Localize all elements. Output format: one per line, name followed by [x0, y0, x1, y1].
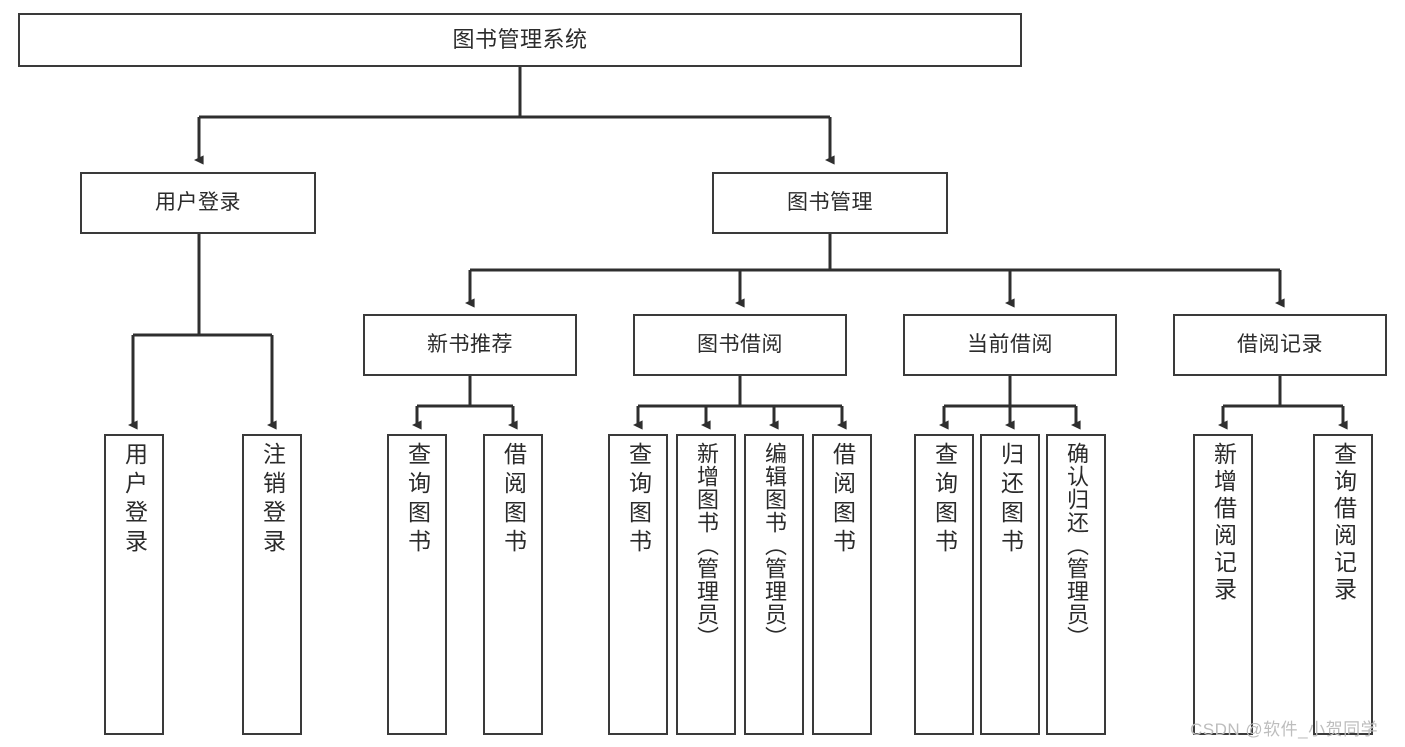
- node-current-borrow-label: 当前借阅: [967, 333, 1053, 357]
- node-borrow-record-label: 借阅记录: [1237, 333, 1323, 357]
- node-leaf-confirm-return-label: 确认归还（管理员）: [1064, 442, 1089, 649]
- node-book-borrow-label: 图书借阅: [697, 333, 783, 357]
- node-leaf-user-login-label: 用户登录: [121, 442, 148, 558]
- node-leaf-query-record[interactable]: 查询借阅记录: [1313, 434, 1373, 735]
- node-user-login-label: 用户登录: [155, 191, 241, 215]
- node-leaf-add-book-label: 新增图书（管理员）: [694, 442, 719, 649]
- node-leaf-borrow-book-2[interactable]: 借阅图书: [812, 434, 872, 735]
- node-leaf-query-book-2[interactable]: 查询图书: [608, 434, 668, 735]
- node-new-book-recommend-label: 新书推荐: [427, 333, 513, 357]
- node-leaf-query-record-label: 查询借阅记录: [1330, 442, 1357, 604]
- node-book-borrow[interactable]: 图书借阅: [633, 314, 847, 376]
- node-leaf-query-book-2-label: 查询图书: [625, 442, 652, 558]
- node-leaf-confirm-return[interactable]: 确认归还（管理员）: [1046, 434, 1106, 735]
- node-root-label: 图书管理系统: [452, 26, 588, 52]
- node-leaf-return-book[interactable]: 归还图书: [980, 434, 1040, 735]
- node-book-manage[interactable]: 图书管理: [712, 172, 948, 234]
- node-leaf-query-book-3-label: 查询图书: [931, 442, 958, 558]
- node-leaf-borrow-book-2-label: 借阅图书: [829, 442, 856, 558]
- node-leaf-add-record-label: 新增借阅记录: [1210, 442, 1237, 604]
- node-leaf-logout[interactable]: 注销登录: [242, 434, 302, 735]
- node-leaf-query-book-3[interactable]: 查询图书: [914, 434, 974, 735]
- node-leaf-user-login[interactable]: 用户登录: [104, 434, 164, 735]
- node-leaf-edit-book-label: 编辑图书（管理员）: [762, 442, 787, 649]
- node-new-book-recommend[interactable]: 新书推荐: [363, 314, 577, 376]
- node-leaf-query-book-1-label: 查询图书: [404, 442, 431, 558]
- csdn-watermark: CSDN @软件_小贺同学: [1190, 720, 1379, 739]
- node-borrow-record[interactable]: 借阅记录: [1173, 314, 1387, 376]
- node-root[interactable]: 图书管理系统: [18, 13, 1022, 67]
- node-leaf-query-book-1[interactable]: 查询图书: [387, 434, 447, 735]
- node-leaf-return-book-label: 归还图书: [997, 442, 1024, 558]
- node-book-manage-label: 图书管理: [787, 191, 873, 215]
- node-leaf-add-book[interactable]: 新增图书（管理员）: [676, 434, 736, 735]
- node-current-borrow[interactable]: 当前借阅: [903, 314, 1117, 376]
- node-leaf-borrow-book-1[interactable]: 借阅图书: [483, 434, 543, 735]
- node-leaf-edit-book[interactable]: 编辑图书（管理员）: [744, 434, 804, 735]
- node-leaf-logout-label: 注销登录: [259, 442, 286, 558]
- node-leaf-borrow-book-1-label: 借阅图书: [500, 442, 527, 558]
- node-user-login[interactable]: 用户登录: [80, 172, 316, 234]
- node-leaf-add-record[interactable]: 新增借阅记录: [1193, 434, 1253, 735]
